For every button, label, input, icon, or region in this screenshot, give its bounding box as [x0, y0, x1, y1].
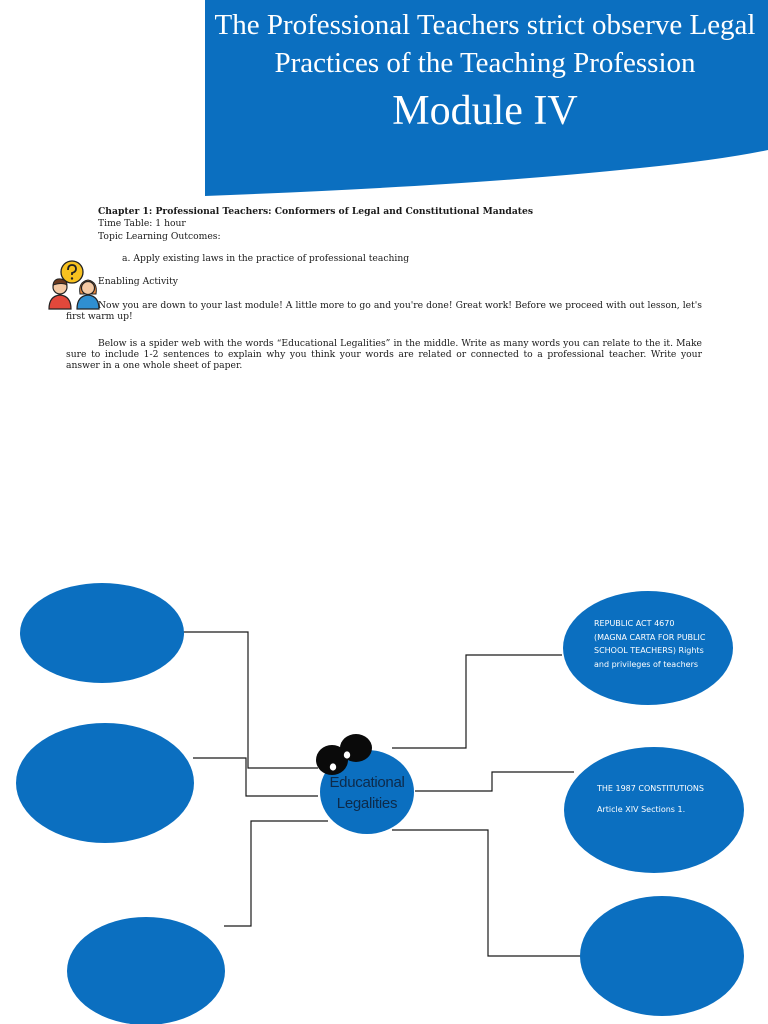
- bubble-right-middle-title: THE 1987 CONSTITUTIONS: [597, 784, 704, 793]
- header-banner: [205, 0, 768, 196]
- bubble-right-top: [563, 591, 733, 705]
- two-people-question-icon: [48, 260, 100, 310]
- eyes-icon: [316, 734, 372, 775]
- bubble-left-bottom: [67, 917, 225, 1024]
- outcomes-label: Topic Learning Outcomes:: [98, 231, 221, 242]
- activity-heading: Enabling Activity: [98, 276, 179, 287]
- center-bubble: [320, 750, 414, 834]
- bubble-right-middle-subtitle: Article XIV Sections 1.: [597, 805, 686, 814]
- module-label: Module IV: [392, 88, 578, 134]
- spider-web-graphic: [16, 583, 744, 1024]
- bubble-left-top: [20, 583, 184, 683]
- connector-lines: [183, 631, 583, 957]
- bubble-left-middle: [16, 723, 194, 843]
- bubble-right-bottom: [580, 896, 744, 1016]
- center-label: Educational Legalities: [329, 774, 405, 812]
- chapter-title: Chapter 1: Professional Teachers: Confor…: [98, 206, 534, 217]
- spider-web-diagram: [0, 560, 768, 1024]
- outcome-item: a. Apply existing laws in the practice o…: [122, 253, 410, 264]
- bubble-right-top-text: REPUBLIC ACT 4670 (MAGNA CARTA FOR PUBLI…: [594, 619, 706, 669]
- activity-paragraph-1: Now you are down to your last module! A …: [66, 300, 702, 322]
- bubble-right-middle: [564, 747, 744, 873]
- header-text: The Professional Teachers strict observe…: [205, 0, 765, 136]
- page-title: The Professional Teachers strict observe…: [214, 9, 756, 79]
- time-table: Time Table: 1 hour: [98, 218, 186, 229]
- activity-paragraph-2: Below is a spider web with the words “Ed…: [66, 338, 702, 371]
